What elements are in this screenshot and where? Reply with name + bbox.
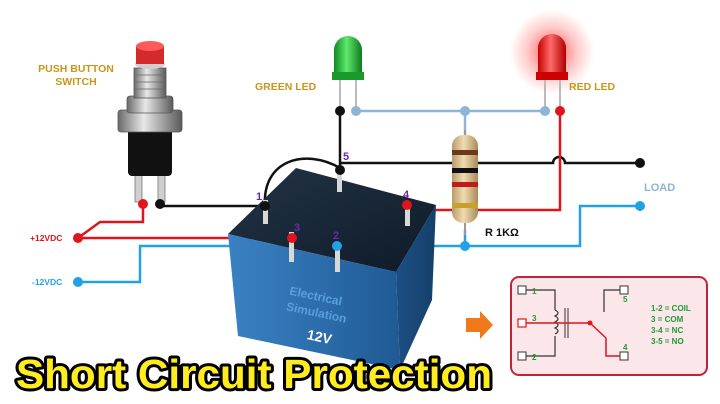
legend-pin-4: 4: [623, 343, 628, 352]
red-led-label: RED LED: [569, 81, 616, 93]
push-button-switch: [117, 41, 183, 203]
legend-item-no: 3-5 = NO: [651, 337, 684, 346]
node-load-top: [635, 158, 645, 168]
legend-pin-3: 3: [532, 314, 537, 323]
relay: Electrical Simulation 12V: [228, 168, 436, 370]
node-resistor-top: [460, 106, 470, 116]
wire-pin4-to-red-led: [405, 111, 562, 212]
wire-neg-to-load: [465, 204, 640, 248]
node-green-led-cathode: [335, 106, 345, 116]
pin-label-3: 3: [294, 222, 300, 234]
node-red-led-right: [555, 106, 565, 116]
relay-voltage: 12V: [306, 326, 334, 347]
wire-pos-to-switch: [77, 206, 145, 240]
green-led: [332, 36, 364, 111]
wire-neg-supply: [78, 230, 467, 284]
legend-pin-2: 2: [532, 353, 537, 362]
node-switch-right: [155, 199, 165, 209]
pin-label-1: 1: [256, 191, 262, 203]
page-title: Short Circuit Protection: [16, 351, 492, 397]
relay-pin-5-leg: [337, 168, 342, 192]
wire-pin5-to-load-top: [340, 155, 640, 165]
node-pin3: [287, 233, 297, 243]
node-resistor-bottom: [460, 241, 470, 251]
node-switch-left: [138, 199, 148, 209]
green-led-label: GREEN LED: [255, 81, 317, 93]
push-button-label-line2: SWITCH: [55, 76, 96, 88]
node-red-led-left: [540, 106, 550, 116]
relay-pinout-legend: 1 2 3 5 4 1-2 = COIL 3 = COM 3-4 = NC 3-…: [510, 276, 708, 376]
relay-pin-2-leg: [335, 242, 340, 272]
legend-pin-1: 1: [532, 287, 537, 296]
pin-label-4: 4: [403, 189, 410, 201]
pin-label-2: 2: [333, 230, 339, 242]
junction-dots: [73, 106, 645, 287]
node-pin2: [332, 241, 342, 251]
node-pin4: [402, 200, 412, 210]
pin-label-5: 5: [343, 151, 349, 163]
legend-item-coil: 1-2 = COIL: [651, 304, 691, 313]
relay-pin-1-leg: [263, 200, 268, 224]
arrow-icon: [466, 311, 493, 339]
relay-pin-4-leg: [405, 204, 410, 226]
node-pos-supply: [73, 233, 83, 243]
legend-item-com: 3 = COM: [651, 315, 684, 324]
resistor-1k: [452, 130, 478, 235]
node-green-led-anode: [351, 106, 361, 116]
node-neg-supply: [73, 277, 83, 287]
pos-supply-label: +12VDC: [30, 233, 62, 243]
resistor-label: R 1KΩ: [485, 227, 519, 239]
node-pin1: [260, 201, 270, 211]
node-pin5: [335, 165, 345, 175]
neg-supply-label: -12VDC: [32, 277, 62, 287]
wire-pin1-arc: [263, 157, 341, 207]
load-label: LOAD: [644, 182, 675, 194]
push-button-label-line1: PUSH BUTTON: [38, 63, 114, 75]
red-led: [510, 10, 594, 111]
relay-pin-3-leg: [289, 232, 294, 262]
legend-pin-5: 5: [623, 295, 628, 304]
node-load-bottom: [635, 201, 645, 211]
legend-item-nc: 3-4 = NC: [651, 326, 683, 335]
